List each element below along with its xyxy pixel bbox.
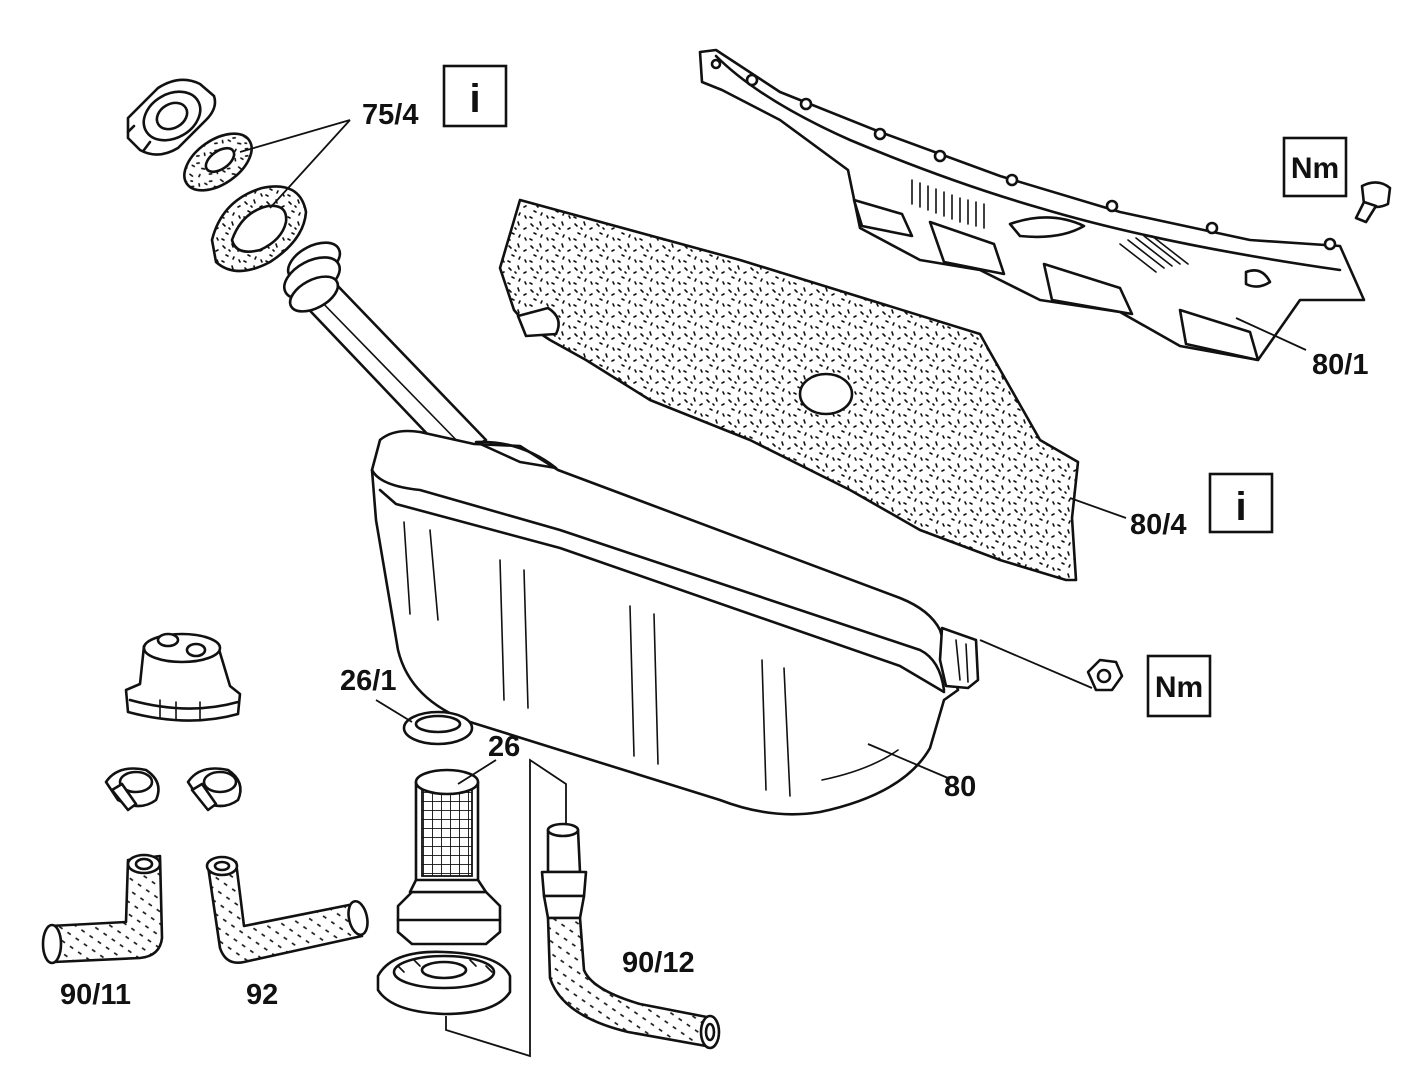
label-90-12: 90/12 <box>622 947 695 979</box>
label-80-1: 80/1 <box>1312 349 1368 381</box>
leader-80 <box>867 743 949 779</box>
leader-bracket <box>445 758 567 1058</box>
torque-symbol-80: Nm <box>1146 654 1212 718</box>
label-26: 26 <box>488 731 520 763</box>
info-symbol-75-4: i <box>442 64 508 128</box>
heat-shield-80-1 <box>698 48 1366 362</box>
hose-90-12 <box>540 822 721 1050</box>
hose-clamp-right <box>186 767 242 812</box>
shield-mounting-holes <box>710 58 1337 251</box>
leader-26 <box>457 759 497 785</box>
leader-75-4-b <box>269 119 351 209</box>
hose-92 <box>205 855 369 964</box>
label-75-4: 75/4 <box>362 99 418 131</box>
leader-26-1 <box>375 699 413 723</box>
filler-neck-gasket <box>210 185 308 273</box>
svg-text:Nm: Nm <box>1155 671 1203 704</box>
filler-cap-assembly <box>126 78 217 156</box>
tank-nut <box>1086 658 1124 692</box>
leader-tank-nut <box>979 639 1093 689</box>
fuel-tank-80 <box>370 429 980 816</box>
strainer-base <box>376 950 512 1016</box>
seal-ring <box>183 132 253 192</box>
leader-80-4 <box>1069 497 1127 519</box>
info-symbol-80-4: i <box>1208 472 1274 534</box>
insulation-panel-80-4 <box>498 198 1080 582</box>
sealing-ring-26-1 <box>402 710 474 746</box>
hose-90-11 <box>41 853 164 965</box>
svg-text:i: i <box>1235 485 1246 529</box>
label-80: 80 <box>944 771 976 803</box>
leader-75-4-a <box>239 119 351 153</box>
filler-neck-pipe <box>283 241 488 462</box>
svg-text:i: i <box>469 77 480 121</box>
label-92: 92 <box>246 979 278 1011</box>
fuel-strainer-26 <box>396 768 502 946</box>
torque-symbol-80-1: Nm <box>1282 136 1348 198</box>
fuel-sender-unit <box>124 632 242 722</box>
hose-clamp-left <box>104 767 160 812</box>
label-26-1: 26/1 <box>340 665 396 697</box>
label-90-11: 90/11 <box>60 979 131 1011</box>
label-80-4: 80/4 <box>1130 509 1186 541</box>
svg-text:Nm: Nm <box>1291 152 1339 185</box>
shield-bolt <box>1354 181 1392 224</box>
leader-80-1 <box>1235 317 1307 351</box>
